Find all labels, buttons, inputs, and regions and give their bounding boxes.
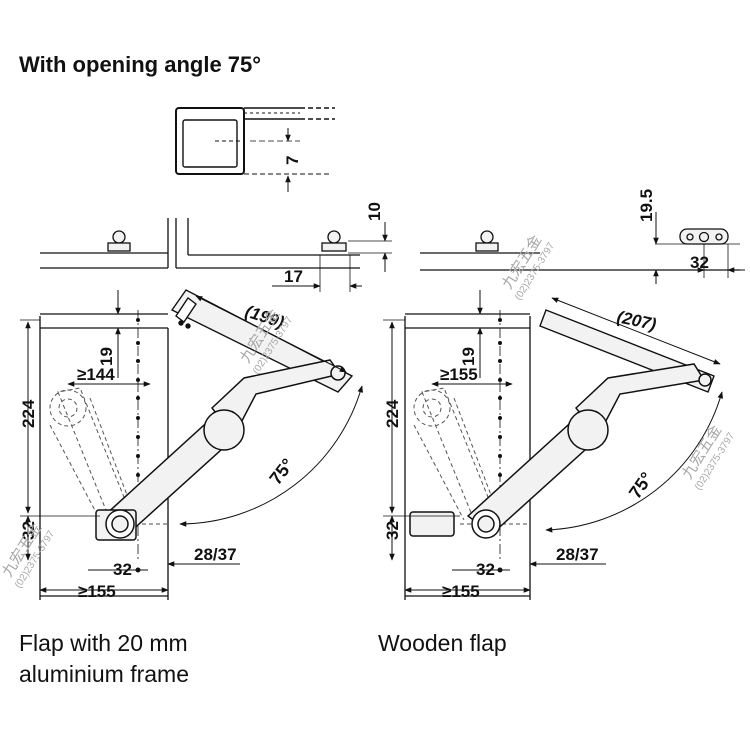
right-width-dimension: ≥155 — [404, 582, 531, 601]
left-width-label: ≥155 — [78, 582, 116, 601]
left-thickness-dimension: 28/37 — [167, 545, 240, 567]
dimension-plate-height: 19.5 — [637, 189, 659, 284]
left-top-label: 19 — [97, 347, 116, 366]
left-angle-label: 75° — [265, 455, 298, 489]
right-ghost-arm — [413, 387, 497, 521]
left-hole-row — [135, 318, 141, 573]
watermark-top: 九宏五金 (02)2375-3797 — [499, 232, 557, 302]
right-reach-label: ≥155 — [440, 365, 478, 384]
left-reach-label: ≥144 — [77, 365, 115, 384]
dimension-frame-gap: 7 — [283, 128, 302, 192]
caption-wooden-flap: Wooden flap — [378, 628, 507, 659]
left-hinge-arm — [95, 359, 346, 541]
right-cabinet — [404, 310, 531, 600]
right-top-label: 19 — [459, 347, 478, 366]
right-base-dimension: 32 — [383, 515, 460, 561]
right-reach-dimension: ≥155 — [431, 365, 513, 387]
left-reach-dimension: ≥144 — [67, 365, 151, 387]
left-height-label: 224 — [19, 399, 38, 428]
right-angle-label: 75° — [625, 469, 657, 503]
left-thickness-label: 28/37 — [194, 545, 237, 564]
left-bottom-dimension: 32 — [88, 560, 148, 579]
left-base-label: 32 — [19, 521, 38, 540]
right-base-label: 32 — [383, 521, 402, 540]
right-height-label: 224 — [383, 399, 402, 428]
plate-width-label: 32 — [690, 253, 709, 272]
caption-aluminium-flap: Flap with 20 mm aluminium frame — [19, 628, 189, 690]
dimension-mount-height: 10 — [348, 202, 392, 272]
page-title: With opening angle 75° — [19, 52, 262, 77]
watermark-bottom-left: 九宏五金 (02)2375-3797 — [0, 520, 57, 590]
caption-right-line1: Wooden flap — [378, 630, 507, 656]
right-top-view — [420, 228, 740, 271]
right-hinge-arm — [409, 363, 712, 539]
aluminium-frame-profile — [175, 107, 335, 175]
right-thickness-dimension: 28/37 — [529, 545, 606, 567]
right-bottom-label: 32 — [476, 560, 495, 579]
frame-gap-label: 7 — [283, 156, 302, 165]
right-top-dimension: 19 — [459, 290, 483, 378]
dimension-mount-offset: 17 — [272, 255, 362, 292]
left-width-dimension: ≥155 — [39, 582, 169, 601]
caption-left-line1: Flap with 20 mm — [19, 630, 188, 656]
right-bottom-dimension: 32 — [452, 560, 510, 579]
right-arc-label: (207) — [615, 307, 658, 334]
left-top-dimension: 19 — [97, 290, 121, 378]
plate-height-label: 19.5 — [637, 189, 656, 222]
left-height-dimension: 224 — [19, 319, 40, 514]
dimension-plate-width: 32 — [680, 244, 745, 278]
mount-height-label: 10 — [365, 202, 384, 221]
watermark-right: 九宏五金 (02)2375-3797 — [679, 422, 737, 492]
caption-left-line2: aluminium frame — [19, 661, 189, 687]
left-top-view — [40, 218, 360, 269]
right-thickness-label: 28/37 — [556, 545, 599, 564]
right-height-dimension: 224 — [383, 319, 405, 514]
left-bottom-label: 32 — [113, 560, 132, 579]
left-base-dimension: 32 — [19, 515, 100, 561]
right-hole-row — [497, 318, 503, 573]
right-width-label: ≥155 — [442, 582, 480, 601]
mount-offset-label: 17 — [284, 267, 303, 286]
left-ghost-arm — [49, 387, 133, 521]
